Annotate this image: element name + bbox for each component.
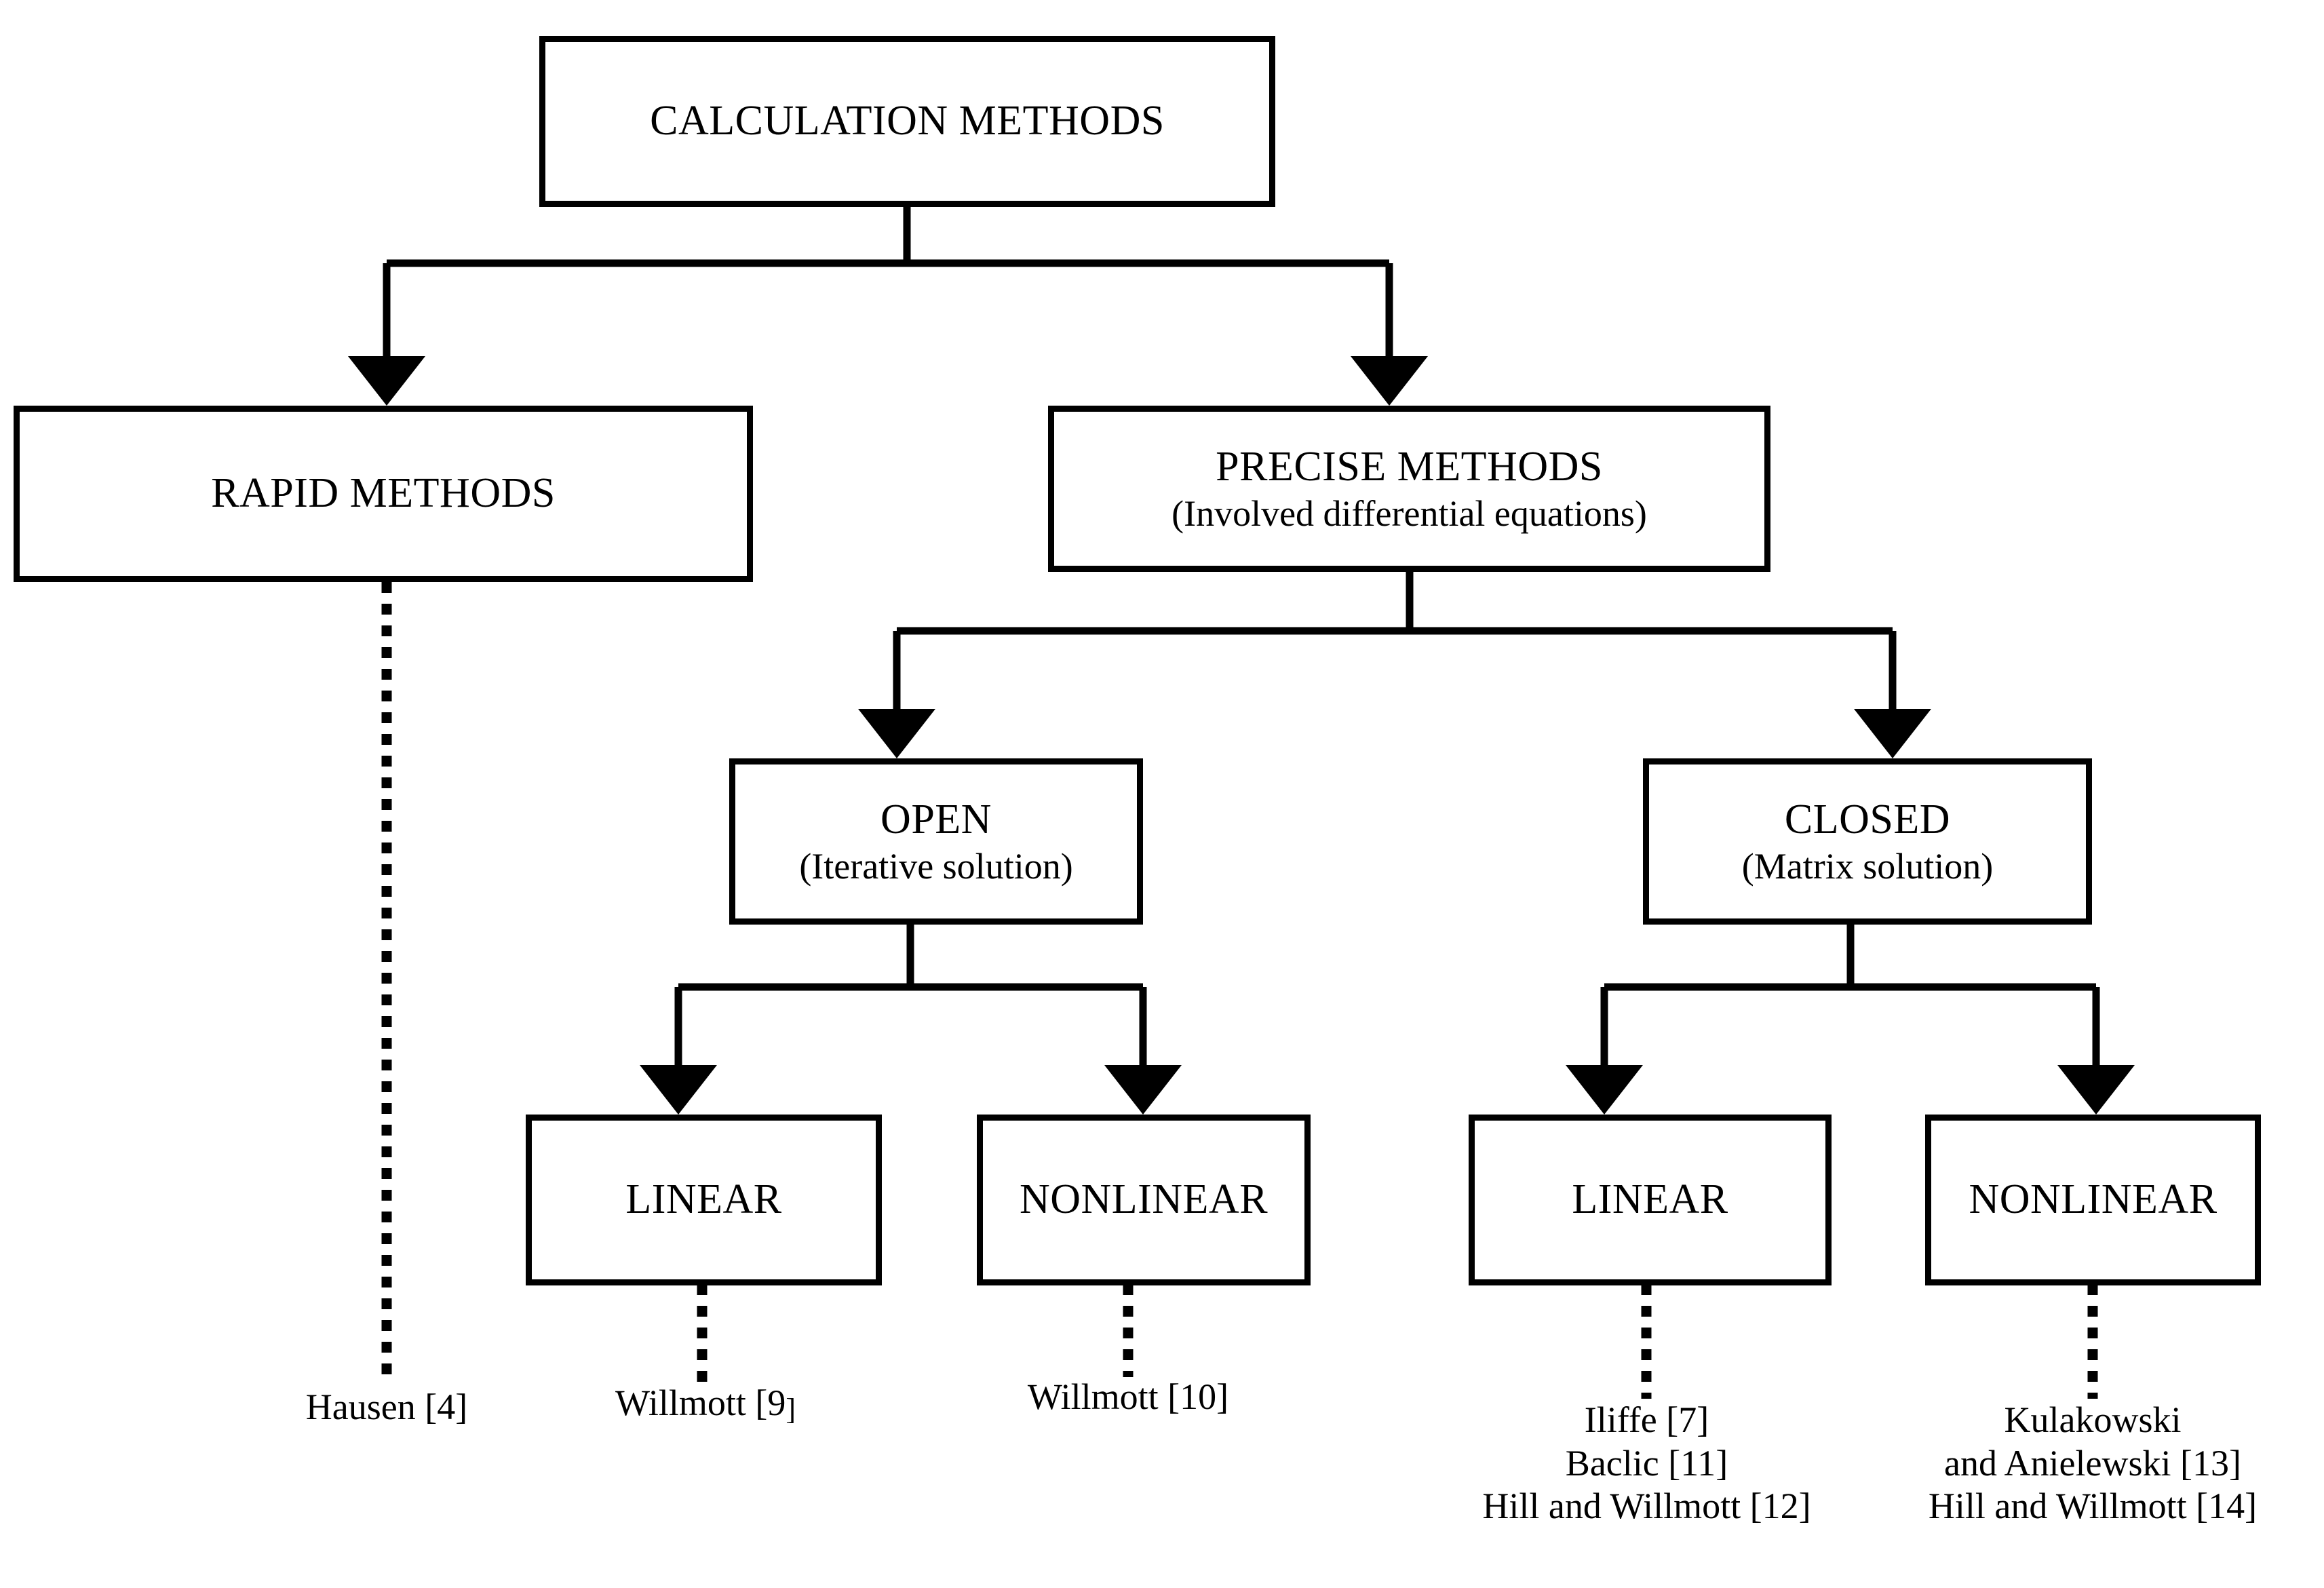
reference-bracket: ] — [786, 1393, 796, 1426]
arrowhead-open — [858, 709, 935, 758]
node-open[interactable]: OPEN (Iterative solution) — [729, 758, 1143, 925]
arrowhead-open-nonlinear — [1104, 1065, 1182, 1115]
node-rapid-methods[interactable]: RAPID METHODS — [14, 406, 753, 582]
arrowhead-closed — [1854, 709, 1931, 758]
node-label: RAPID METHODS — [211, 470, 556, 517]
node-closed-linear[interactable]: LINEAR — [1469, 1115, 1832, 1285]
reference-name: Willmott [9 — [615, 1382, 786, 1423]
reference-line: Baclic [11] — [1565, 1442, 1728, 1484]
node-calculation-methods[interactable]: CALCULATION METHODS — [539, 36, 1275, 207]
node-sublabel: (Involved differential equations) — [1171, 492, 1647, 534]
node-label: LINEAR — [625, 1176, 782, 1223]
arrowhead-closed-nonlinear — [2057, 1065, 2135, 1115]
node-open-linear[interactable]: LINEAR — [526, 1115, 882, 1285]
node-label: PRECISE METHODS — [1216, 443, 1603, 490]
reference-line: Hill and Willmott [12] — [1482, 1486, 1811, 1527]
reference-closed-nonlinear: Kulakowski and Anielewski [13] Hill and … — [1832, 1399, 2324, 1528]
reference-closed-linear: Iliffe [7] Baclic [11] Hill and Willmott… — [1384, 1399, 1910, 1528]
node-label: NONLINEAR — [1019, 1176, 1268, 1223]
node-sublabel: (Iterative solution) — [799, 845, 1073, 887]
node-label: LINEAR — [1572, 1176, 1728, 1223]
reference-line: Willmott [9] — [502, 1382, 909, 1427]
node-sublabel: (Matrix solution) — [1741, 845, 1994, 887]
node-label: OPEN — [880, 796, 992, 843]
arrowhead-precise — [1351, 356, 1428, 406]
reference-rapid: Hausen [4] — [183, 1386, 590, 1429]
arrowhead-closed-linear — [1566, 1065, 1643, 1115]
node-open-nonlinear[interactable]: NONLINEAR — [977, 1115, 1311, 1285]
reference-line: Willmott [10] — [1027, 1376, 1229, 1417]
node-closed[interactable]: CLOSED (Matrix solution) — [1643, 758, 2092, 925]
node-label: CLOSED — [1784, 796, 1951, 843]
arrowhead-rapid — [348, 356, 425, 406]
node-closed-nonlinear[interactable]: NONLINEAR — [1925, 1115, 2261, 1285]
node-label: CALCULATION METHODS — [650, 98, 1165, 144]
reference-open-nonlinear: Willmott [10] — [925, 1376, 1332, 1419]
reference-line: Hill and Willmott [14] — [1928, 1486, 2258, 1527]
arrowhead-open-linear — [640, 1065, 717, 1115]
reference-line: Hausen [4] — [305, 1387, 468, 1427]
node-label: NONLINEAR — [1969, 1176, 2218, 1223]
reference-line: and Anielewski [13] — [1944, 1442, 2241, 1484]
reference-line: Kulakowski — [2004, 1399, 2182, 1440]
reference-open-linear: Willmott [9] — [502, 1382, 909, 1427]
reference-line: Iliffe [7] — [1584, 1399, 1709, 1440]
node-precise-methods[interactable]: PRECISE METHODS (Involved differential e… — [1048, 406, 1770, 572]
